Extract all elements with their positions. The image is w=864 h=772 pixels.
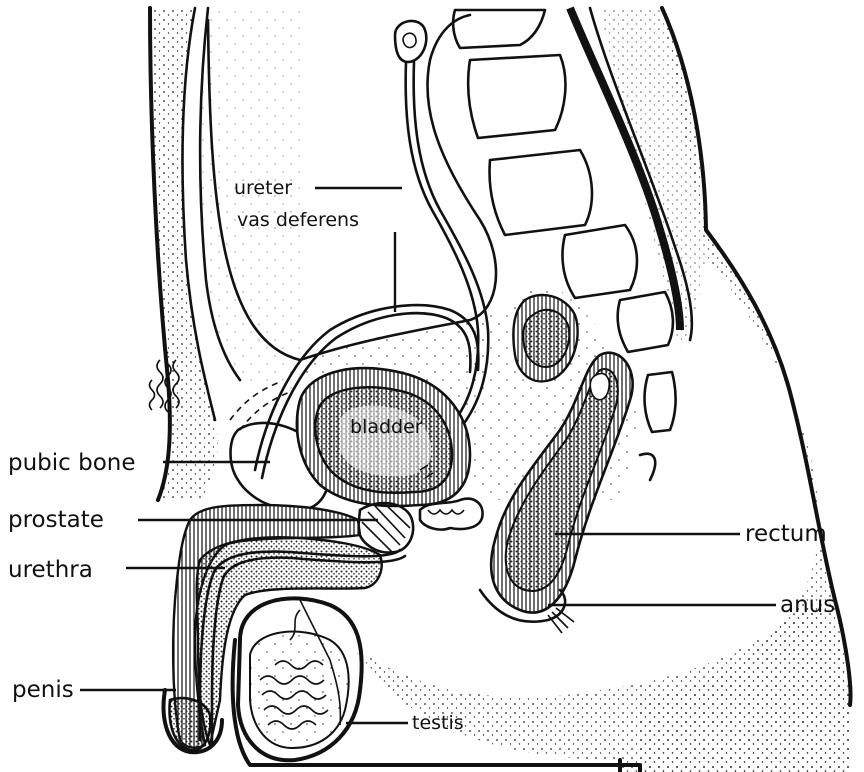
penis-label: penis bbox=[12, 677, 74, 703]
anus-label: anus bbox=[780, 592, 835, 618]
testis-label: testis bbox=[412, 712, 464, 734]
vas-deferens-label: vas deferens bbox=[237, 209, 359, 231]
bladder-label: bladder bbox=[350, 416, 423, 438]
prostate-label: prostate bbox=[8, 507, 104, 533]
prostate bbox=[358, 499, 483, 553]
pubic-bone-label: pubic bone bbox=[8, 450, 136, 476]
ureter-label: ureter bbox=[234, 177, 292, 199]
urethra-label: urethra bbox=[8, 557, 93, 583]
rectum-label: rectum bbox=[745, 521, 827, 547]
